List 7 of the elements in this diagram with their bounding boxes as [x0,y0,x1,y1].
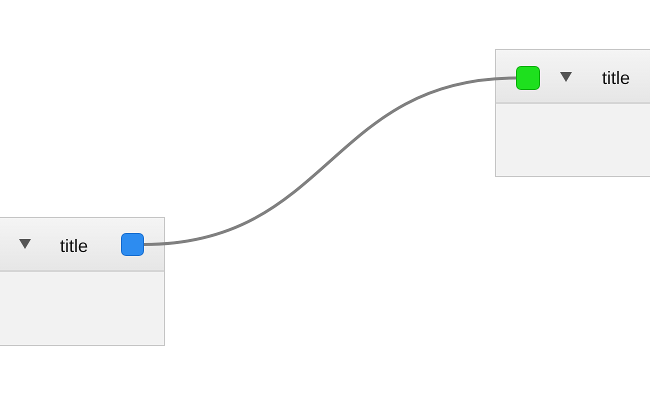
port-connector [121,233,144,256]
panel-title: title [60,235,88,257]
connector-curve [144,76,516,246]
port-connector [516,66,540,90]
panel-title: title [602,67,630,89]
node-panel [0,217,165,346]
node-panel [495,49,650,177]
